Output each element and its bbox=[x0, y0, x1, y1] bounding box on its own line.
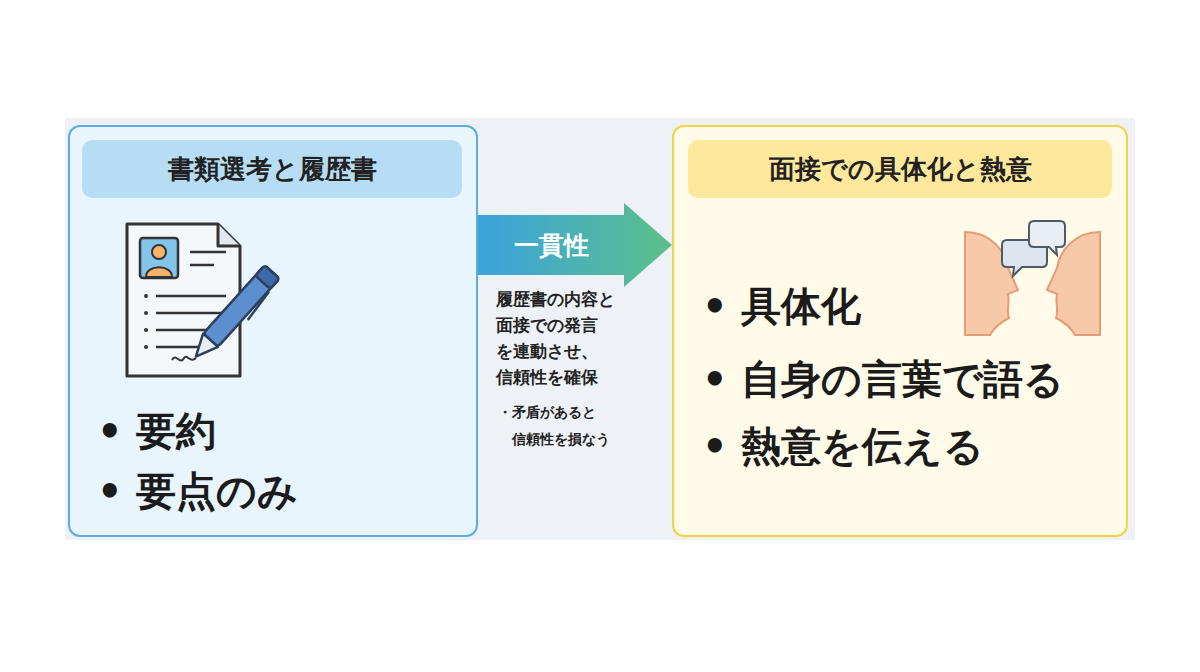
header-text: 面接での具体化と熱意 bbox=[769, 152, 1032, 187]
bullet-text: • 具体化 bbox=[702, 282, 862, 330]
resume-icon bbox=[127, 224, 283, 376]
note-text: 履歴書の内容と 面接での発言 を連動させ、 信頼性を確保 bbox=[496, 286, 636, 390]
summary-panel: • 要約 • 要点のみ 書類選考と履歴書 bbox=[68, 125, 478, 537]
bullet-text: • 自身の言葉で語る bbox=[702, 355, 1065, 403]
header-pill: 書類選考と履歴書 bbox=[82, 140, 462, 198]
warning-note: ・矛盾があると 信頼性を損なう bbox=[498, 399, 652, 453]
edge-label: 一貫性 bbox=[514, 229, 589, 262]
conversation-icon bbox=[965, 221, 1100, 335]
header-pill: 面接での具体化と熱意 bbox=[688, 140, 1112, 198]
header-text: 書類選考と履歴書 bbox=[168, 152, 377, 187]
bullet-text: • 熱意を伝える bbox=[702, 422, 985, 470]
bullet-text: • 要約 bbox=[97, 407, 217, 455]
block-arrow bbox=[478, 203, 672, 287]
bullet-text: • 要点のみ bbox=[97, 467, 299, 515]
interview-panel: • 具体化 • 自身の言葉で語る • 熱意を伝える 面接での具体化と熱意 bbox=[672, 125, 1128, 537]
